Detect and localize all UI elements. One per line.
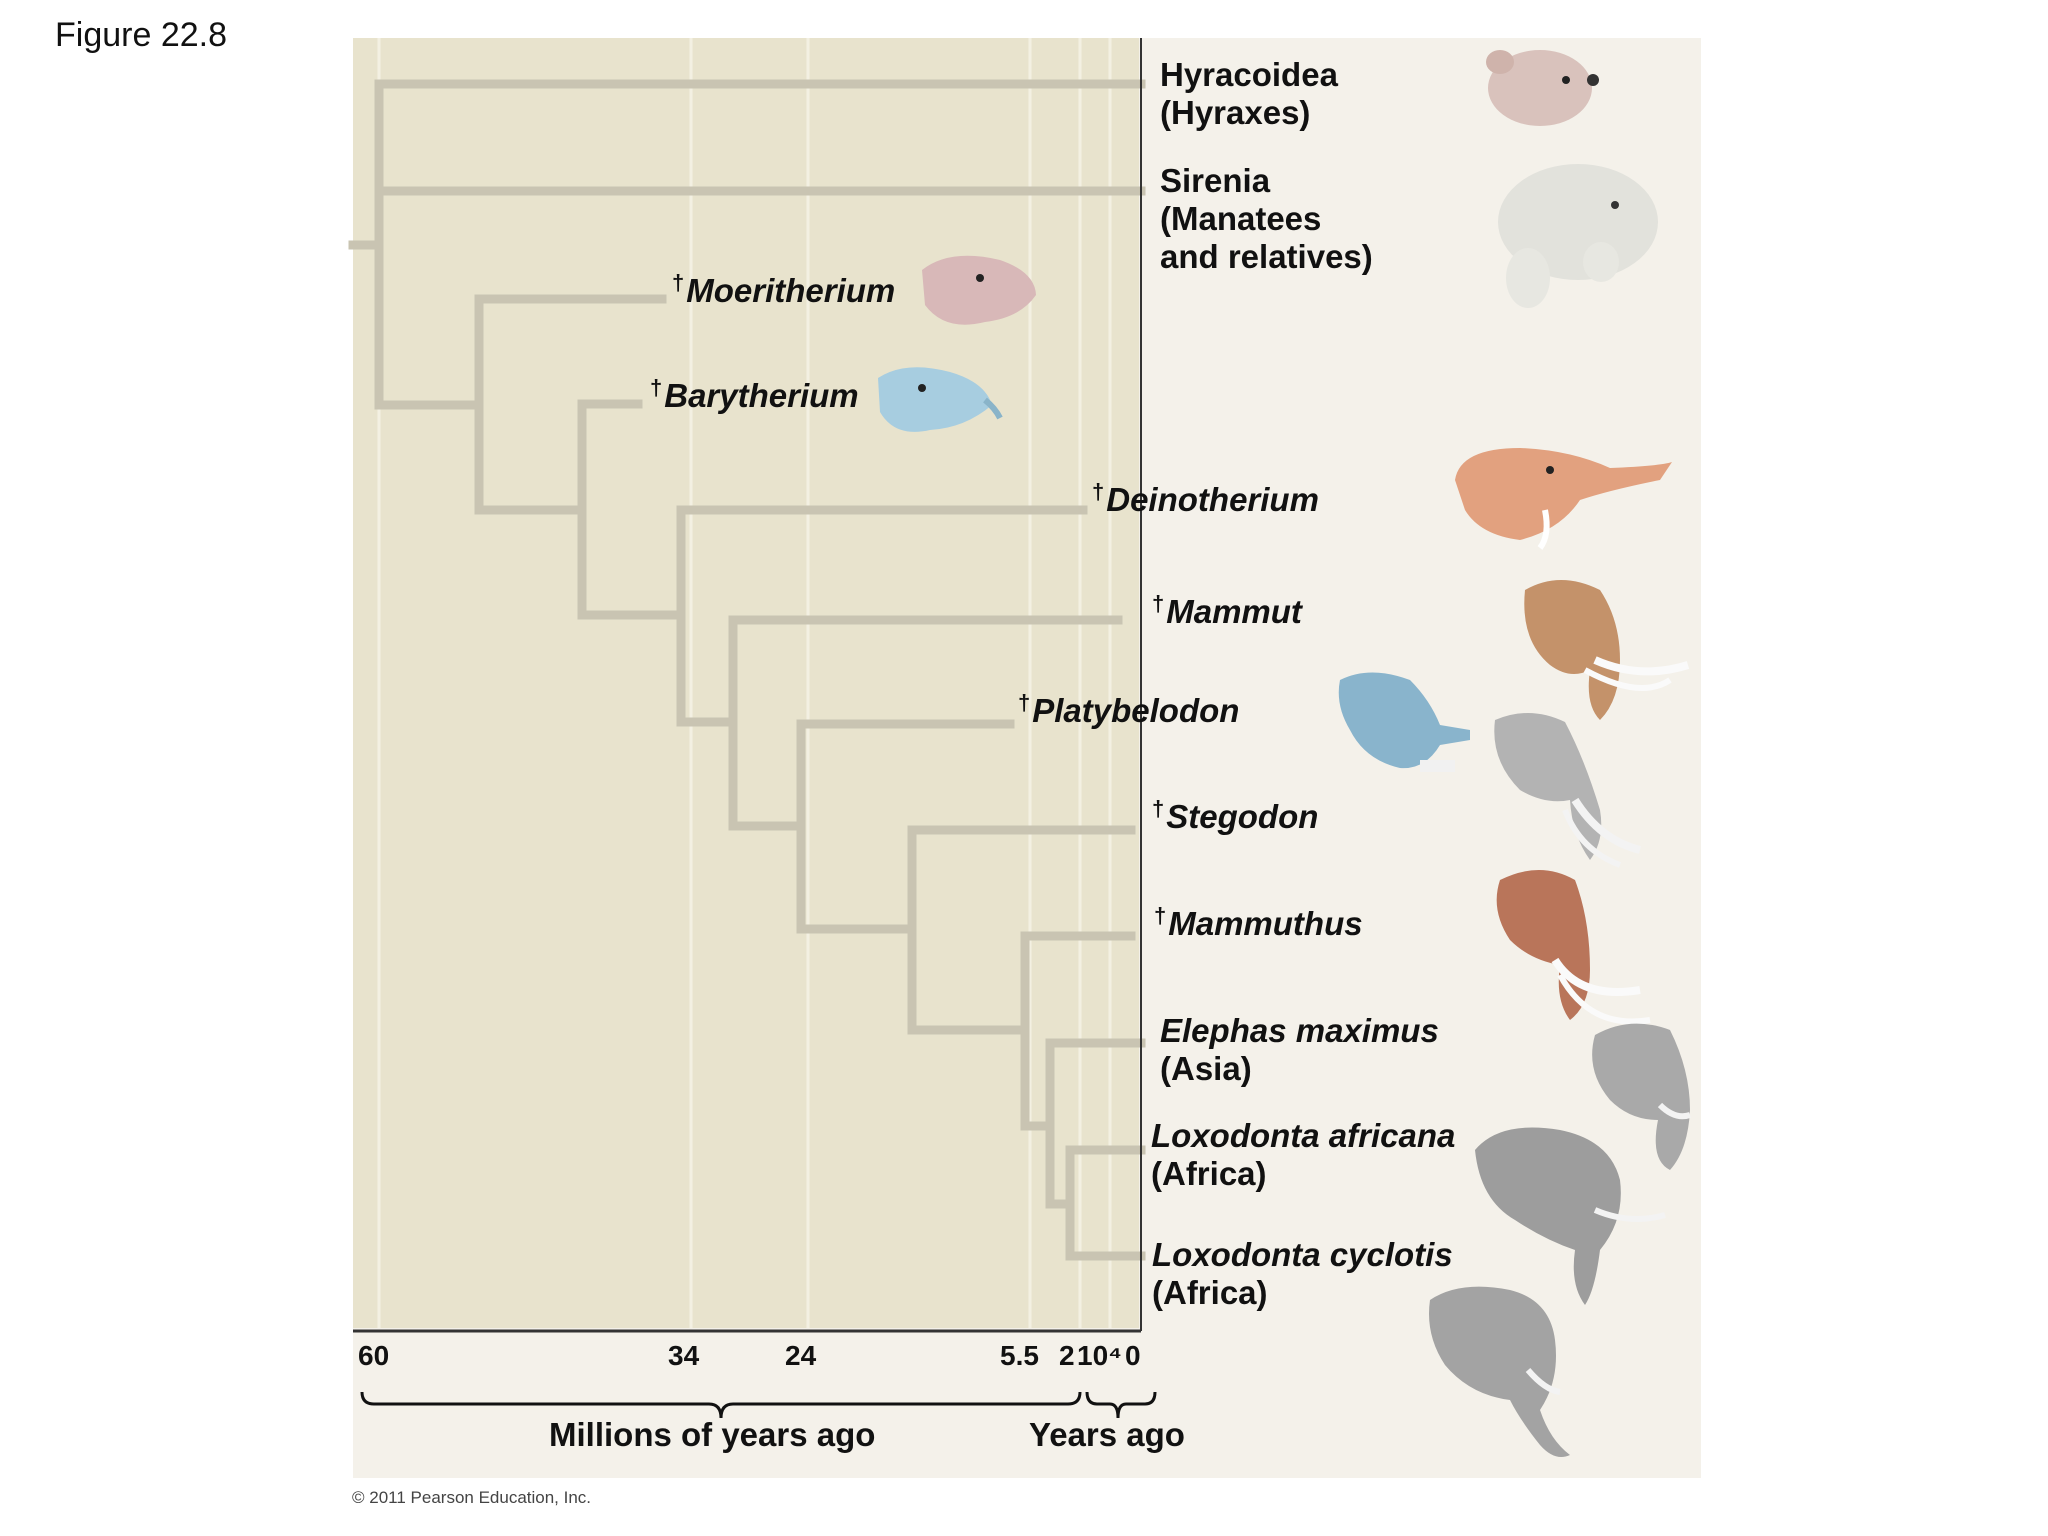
mammoth-head-icon: [1496, 870, 1651, 1025]
moeritherium-name: Moeritherium: [686, 272, 896, 309]
millions-brace: [360, 1391, 1082, 1419]
extinct-dagger: †: [1154, 903, 1167, 928]
tick-label: 2: [1059, 1340, 1075, 1371]
taxon-platybelodon: †Platybelodon: [1018, 692, 1239, 730]
tick-label: 24: [785, 1340, 817, 1371]
taxon-deinotherium: †Deinotherium: [1092, 481, 1319, 519]
barytherium-name: Barytherium: [664, 377, 859, 414]
hyrax-head-icon: [1486, 50, 1599, 126]
deinotherium-name: Deinotherium: [1106, 481, 1319, 518]
extinct-dagger: †: [1152, 796, 1165, 821]
taxon-hyracoidea: Hyracoidea (Hyraxes): [1160, 56, 1338, 132]
taxon-loxodonta-cyclotis: Loxodonta cyclotis (Africa): [1152, 1236, 1453, 1312]
loxodonta-cyclotis-region: (Africa): [1152, 1274, 1268, 1311]
manatee-icon: [1498, 164, 1658, 308]
tree-branches: [348, 79, 1146, 1261]
taxon-moeritherium: †Moeritherium: [672, 272, 895, 310]
mammuthus-name: Mammuthus: [1168, 905, 1363, 942]
platybelodon-name: Platybelodon: [1032, 692, 1240, 729]
copyright-notice: © 2011 Pearson Education, Inc.: [352, 1488, 592, 1507]
tick-label: 10⁴: [1077, 1340, 1122, 1371]
moeritherium-head-icon: [922, 255, 1036, 325]
sirenia-common-name-2: and relatives): [1160, 238, 1373, 275]
mammut-head-icon: [1524, 580, 1690, 720]
figure-label: Figure 22.8: [55, 16, 227, 54]
asian-elephant-head-icon: [1592, 1023, 1691, 1170]
loxodonta-africana-region: (Africa): [1151, 1155, 1267, 1192]
taxon-sirenia: Sirenia (Manatees and relatives): [1160, 162, 1373, 276]
african-forest-elephant-head-icon: [1429, 1286, 1570, 1458]
gridlines: [377, 38, 1112, 1328]
tick-label: 60: [358, 1340, 390, 1371]
years-ago-label: Years ago: [1029, 1416, 1185, 1453]
extinct-dagger: †: [1018, 690, 1031, 715]
stegodon-name: Stegodon: [1166, 798, 1319, 835]
extinct-dagger: †: [650, 375, 663, 400]
loxodonta-africana-name: Loxodonta africana: [1151, 1117, 1456, 1154]
years-brace: [1085, 1391, 1157, 1419]
elephas-region: (Asia): [1160, 1050, 1252, 1087]
millions-of-years-label: Millions of years ago: [549, 1416, 876, 1453]
elephas-name: Elephas maximus: [1160, 1012, 1439, 1049]
extinct-dagger: †: [672, 270, 685, 295]
taxon-elephas-maximus: Elephas maximus (Asia): [1160, 1012, 1439, 1088]
extinct-dagger: †: [1152, 591, 1165, 616]
deinotherium-head-icon: [1455, 448, 1672, 550]
taxon-stegodon: †Stegodon: [1152, 798, 1318, 836]
sirenia-common-name-1: (Manatees: [1160, 200, 1322, 237]
tick-label: 0: [1125, 1340, 1141, 1371]
tick-label: 34: [668, 1340, 700, 1371]
loxodonta-cyclotis-name: Loxodonta cyclotis: [1152, 1236, 1453, 1273]
stegodon-head-icon: [1494, 712, 1642, 868]
taxon-mammut: †Mammut: [1152, 593, 1302, 631]
barytherium-head-icon: [878, 367, 1003, 432]
taxon-loxodonta-africana: Loxodonta africana (Africa): [1151, 1117, 1455, 1193]
mammut-name: Mammut: [1166, 593, 1302, 630]
taxon-barytherium: †Barytherium: [650, 377, 859, 415]
taxon-mammuthus: †Mammuthus: [1154, 905, 1363, 943]
platybelodon-head-icon: [1338, 672, 1470, 772]
hyracoidea-common-name: (Hyraxes): [1160, 94, 1311, 131]
extinct-dagger: †: [1092, 479, 1105, 504]
plot-area: [353, 38, 1139, 1328]
tick-label: 5.5: [1000, 1340, 1039, 1371]
african-bush-elephant-head-icon: [1475, 1127, 1666, 1305]
hyracoidea-name: Hyracoidea: [1160, 56, 1338, 93]
sirenia-name: Sirenia: [1160, 162, 1271, 199]
